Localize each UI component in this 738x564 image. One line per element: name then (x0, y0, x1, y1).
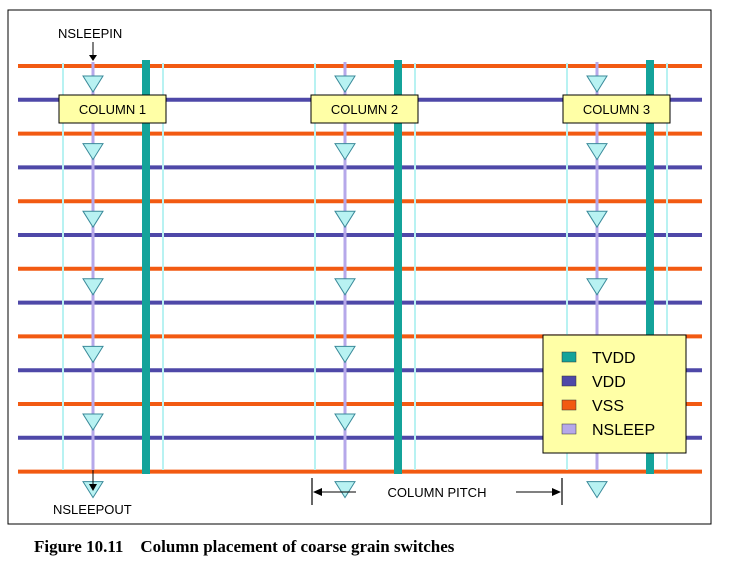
legend-label-tvdd: TVDD (592, 350, 636, 367)
column-1-switch-4 (82, 278, 104, 296)
column-1-switch-6 (82, 413, 104, 431)
nsleepout-arrow-head (89, 484, 97, 491)
figure-caption: Figure 10.11 Column placement of coarse … (34, 537, 455, 556)
nsleepin-label: NSLEEPIN (58, 26, 122, 41)
nsleepin-arrow-head (89, 55, 97, 61)
column-2-switch-2 (334, 143, 356, 161)
column-3-switch-7 (586, 481, 608, 499)
column-3-label-box (562, 94, 671, 124)
legend-swatch-nsleep (561, 423, 577, 435)
column-2-switch-6 (334, 413, 356, 431)
column-2-switch-1 (334, 75, 356, 93)
column-labels: COLUMN 1 COLUMN 2 COLUMN 3 (58, 94, 671, 124)
column-2-switch-3 (334, 210, 356, 229)
column-2-switch-5 (334, 345, 356, 364)
column-3-switch-2 (586, 143, 608, 161)
legend-swatch-vdd (561, 375, 577, 387)
legend-swatch-tvdd (561, 351, 577, 363)
column-3-label: COLUMN 3 (583, 102, 650, 117)
legend: TVDD VDD VSS NSLEEP (542, 334, 687, 454)
column-3-switch-1 (586, 75, 608, 93)
column-2-switch-7 (334, 481, 356, 499)
legend-label-vdd: VDD (592, 374, 626, 391)
column-1-label: COLUMN 1 (79, 102, 146, 117)
pitch-arrow-right (552, 488, 561, 496)
column-1-label-box (58, 94, 167, 124)
column-2-switch-4 (334, 278, 356, 296)
legend-label-vss: VSS (592, 398, 624, 415)
column-pitch-label: COLUMN PITCH (388, 485, 487, 500)
pitch-arrow-left (313, 488, 322, 496)
column-2-label-box (310, 94, 419, 124)
column-1-switch-1 (82, 75, 104, 93)
nsleepout-label: NSLEEPOUT (53, 502, 132, 517)
column-1-switch-5 (82, 345, 104, 364)
legend-swatch-vss (561, 399, 577, 411)
column-3-switch-4 (586, 278, 608, 296)
column-1-switch-3 (82, 210, 104, 229)
column-2-label: COLUMN 2 (331, 102, 398, 117)
column-1-switch-2 (82, 143, 104, 161)
column-3-switch-3 (586, 210, 608, 229)
switch-triangles (82, 75, 608, 499)
legend-label-nsleep: NSLEEP (592, 422, 655, 439)
